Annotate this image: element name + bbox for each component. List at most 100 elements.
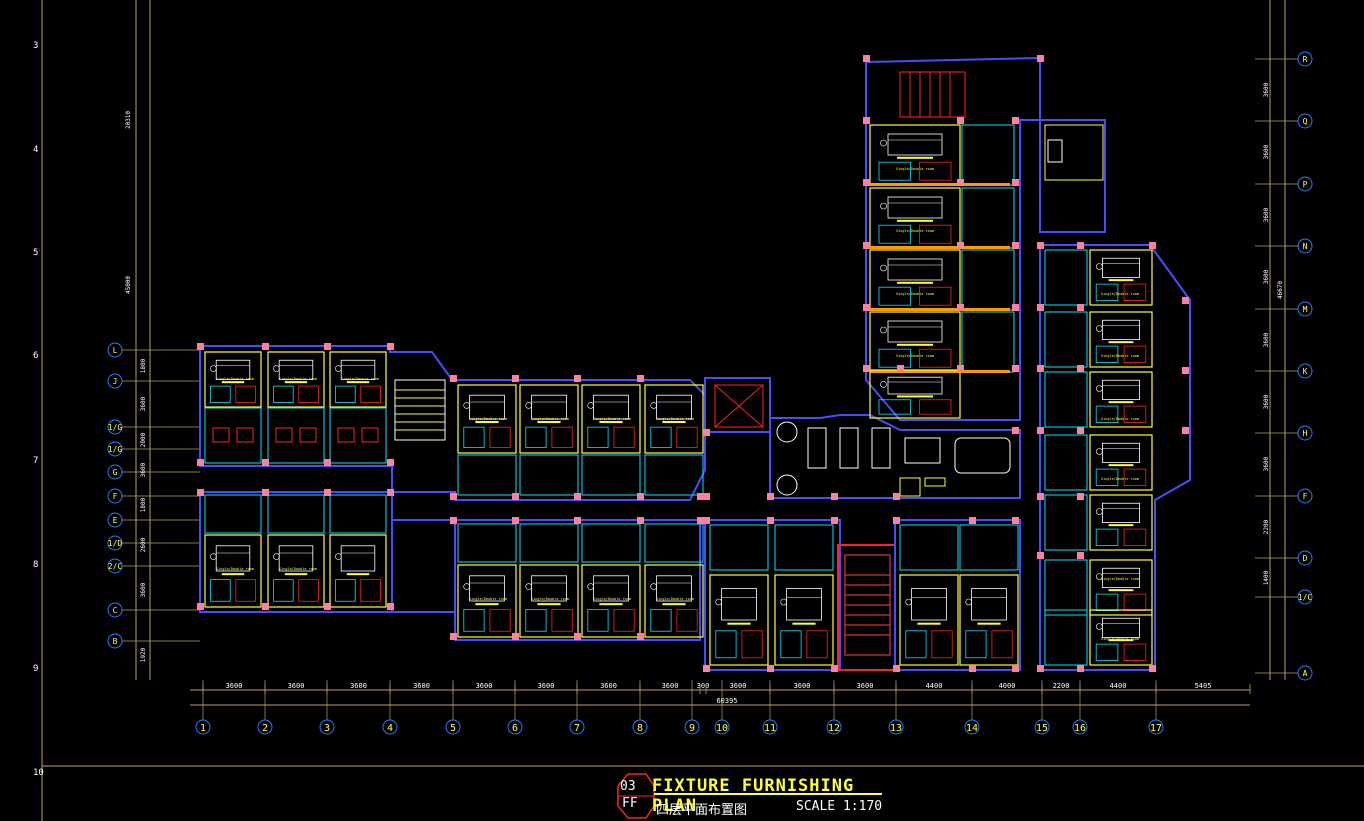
- structural-column: [1182, 297, 1189, 304]
- dimension-label: 5405: [1195, 682, 1212, 690]
- room-label: Single/Double room: [469, 417, 507, 421]
- dimension-label: 3600: [140, 396, 147, 411]
- bathroom-block: [644, 523, 704, 563]
- structural-column: [574, 375, 581, 382]
- bathroom-block: [1044, 434, 1088, 491]
- guest-room: [204, 351, 262, 408]
- dimension-label: 3600: [730, 682, 747, 690]
- corridor-wardrobe: [870, 370, 1010, 373]
- bathroom-block: [961, 187, 1015, 249]
- svg-text:3: 3: [324, 723, 330, 734]
- structural-column: [1012, 517, 1019, 524]
- room-label: Single/Double room: [531, 597, 569, 601]
- svg-text:D: D: [1303, 554, 1308, 563]
- structural-column: [703, 665, 710, 672]
- svg-text:Q: Q: [1303, 117, 1308, 126]
- structural-column: [767, 493, 774, 500]
- dimension-label: 4400: [1110, 682, 1127, 690]
- bathroom-block: [267, 494, 325, 534]
- structural-column: [1012, 117, 1019, 124]
- guest-room: [899, 574, 959, 666]
- grid-bubble-row-right: D: [1255, 550, 1313, 566]
- structural-column: [197, 343, 204, 350]
- dimension-label: 3600: [413, 682, 430, 690]
- room-label: Single/Double room: [1101, 354, 1139, 358]
- structural-column: [1037, 552, 1044, 559]
- drawing-frame: [41, 0, 1364, 821]
- svg-text:2/C: 2/C: [108, 562, 123, 571]
- svg-text:16: 16: [1074, 723, 1086, 734]
- structural-column: [969, 517, 976, 524]
- bathroom-block: [581, 523, 641, 563]
- sheet-number: 03: [620, 779, 636, 794]
- svg-text:5: 5: [450, 723, 456, 734]
- room-label: Single/Double room: [896, 229, 934, 233]
- structural-column: [324, 489, 331, 496]
- structural-column: [1077, 665, 1084, 672]
- dimension-label: 3600: [662, 682, 679, 690]
- svg-text:L: L: [113, 346, 118, 355]
- dimension-label: 2000: [140, 432, 147, 447]
- grid-bubble-column: 9: [684, 680, 700, 735]
- room-label: Single/Double room: [216, 567, 254, 571]
- structural-column: [697, 517, 704, 524]
- structural-column: [512, 633, 519, 640]
- guest-room: [329, 351, 387, 408]
- structural-column: [957, 117, 964, 124]
- structural-column: [1077, 552, 1084, 559]
- dimension-label: 3600: [794, 682, 811, 690]
- room-label: Single/Double room: [656, 597, 694, 601]
- bathroom-block: [644, 454, 704, 496]
- service-fixture: [1047, 139, 1063, 163]
- structural-columns: [197, 55, 1189, 672]
- structural-column: [863, 179, 870, 186]
- room-label: Single/Double room: [896, 167, 934, 171]
- guest-room: [1089, 559, 1153, 616]
- structural-column: [863, 242, 870, 249]
- structural-column: [197, 603, 204, 610]
- overall-dimension: 60395: [716, 697, 737, 705]
- structural-column: [1012, 242, 1019, 249]
- drawing-scale: SCALE 1:170: [796, 799, 883, 814]
- dimension-label: 3600: [1263, 456, 1270, 471]
- room-label: Single/Double room: [341, 377, 379, 381]
- room-label: Single/Double room: [593, 597, 631, 601]
- grid-bubble-row-right: Q: [1255, 113, 1313, 129]
- svg-text:1/G: 1/G: [108, 445, 123, 454]
- dimension-label: 1800: [140, 358, 147, 373]
- corridor-wardrobe: [870, 183, 1010, 186]
- structural-column: [897, 365, 904, 372]
- bathroom-block: [1044, 371, 1088, 428]
- dimension-label: 3600: [140, 462, 147, 477]
- dimension-label: 3600: [600, 682, 617, 690]
- margin-number: 9: [33, 664, 38, 674]
- structural-column: [637, 517, 644, 524]
- structural-column: [969, 665, 976, 672]
- dimension-label: 3600: [857, 682, 874, 690]
- bathroom-block: [959, 524, 1019, 571]
- right-dimension-chain: 3600360036003600360036003600220014004667…: [1263, 82, 1284, 585]
- bathroom-block: [457, 523, 517, 563]
- structural-column: [450, 375, 457, 382]
- bathroom-block: [204, 494, 262, 534]
- bathroom-block: [519, 523, 579, 563]
- structural-column: [1077, 242, 1084, 249]
- bathroom-block: [204, 407, 262, 464]
- guest-room: [581, 564, 641, 638]
- guest-room: [1089, 494, 1153, 551]
- structural-column: [262, 489, 269, 496]
- guest-room: [519, 564, 579, 638]
- svg-text:8: 8: [637, 723, 643, 734]
- structural-column: [450, 517, 457, 524]
- structural-column: [197, 459, 204, 466]
- margin-number: 3: [33, 41, 38, 51]
- drawing-subtitle: 四层平面布置图: [656, 803, 748, 818]
- svg-text:6: 6: [512, 723, 518, 734]
- bathroom-block: [774, 524, 834, 571]
- svg-text:C: C: [113, 606, 118, 615]
- structural-column: [1037, 242, 1044, 249]
- structural-column: [1077, 365, 1084, 372]
- grid-bubble-row-left: E: [107, 512, 200, 528]
- svg-text:1: 1: [200, 723, 206, 734]
- room-label: Single/Double room: [1101, 577, 1139, 581]
